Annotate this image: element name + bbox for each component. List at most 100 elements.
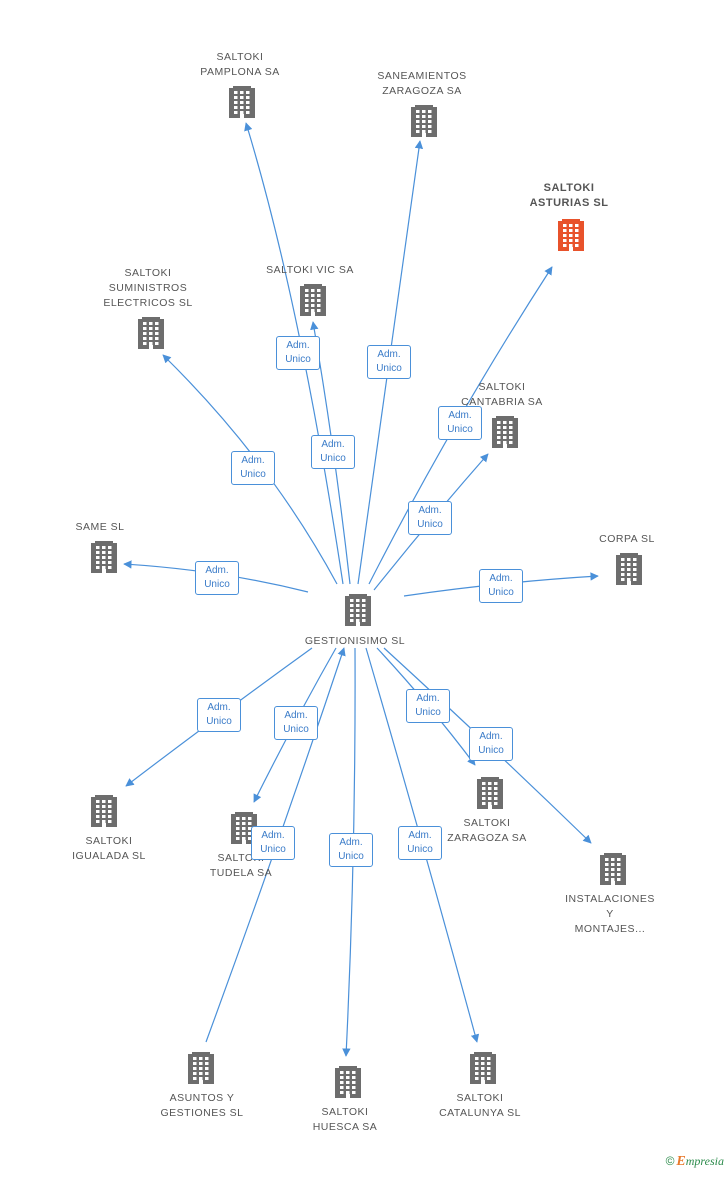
- company-name-line: SALTOKI: [124, 267, 172, 279]
- role-badge-line: Unico: [285, 354, 311, 365]
- role-badge-pamplona[interactable]: Adm. Unico: [276, 336, 320, 370]
- role-badge-tudela[interactable]: Adm.Unico: [274, 706, 318, 740]
- company-name: SANEAMIENTOS ZARAGOZA SA: [357, 69, 487, 99]
- role-badge-suministros[interactable]: Adm. Unico: [231, 451, 275, 485]
- company-node-corpa[interactable]: CORPA SL: [562, 532, 692, 547]
- role-badge-line: Adm.: [416, 693, 440, 704]
- role-badge-cantabria[interactable]: Adm. Unico: [408, 501, 452, 535]
- role-badge-line: Unico: [338, 851, 364, 862]
- company-building-icon-asturias[interactable]: [558, 219, 584, 251]
- company-node-catalunya[interactable]: SALTOKI CATALUNYA SL: [415, 1091, 545, 1121]
- company-name-line: ZARAGOZA SA: [382, 85, 462, 97]
- company-building-icon-igualada[interactable]: [91, 795, 117, 827]
- role-badge-igualada[interactable]: Adm.Unico: [197, 698, 241, 732]
- brand-initial: E: [676, 1154, 686, 1169]
- company-name-line: TUDELA SA: [209, 867, 273, 879]
- role-badge-corpa[interactable]: Adm. Unico: [479, 569, 523, 603]
- company-name-line: CORPA SL: [599, 533, 655, 545]
- role-badge-line: Unico: [447, 424, 473, 435]
- company-building-icon-huesca[interactable]: [335, 1066, 361, 1098]
- company-name-line: SALTOKI: [478, 381, 526, 393]
- company-name-line: INSTALACIONES: [565, 893, 655, 905]
- company-building-icon-instalaciones[interactable]: [600, 853, 626, 885]
- company-node-huesca[interactable]: SALTOKI HUESCA SA: [280, 1105, 410, 1135]
- company-building-icon-gestionisimo[interactable]: [345, 594, 371, 626]
- company-building-icon-cantabria[interactable]: [492, 416, 518, 448]
- role-badge-asuntos[interactable]: Adm.Unico: [251, 826, 295, 860]
- company-name-line: HUESCA SA: [312, 1121, 378, 1133]
- company-building-icon-same[interactable]: [91, 541, 117, 573]
- company-name-line: SUMINISTROS: [108, 282, 188, 294]
- role-badge-line: Adm.: [241, 455, 265, 466]
- company-name-line: CATALUNYA SL: [439, 1107, 521, 1119]
- copyright-symbol: ©: [665, 1154, 675, 1168]
- company-name-line: MONTAJES...: [574, 923, 646, 935]
- role-badge-vic[interactable]: Adm.Unico: [311, 435, 355, 469]
- company-building-icon-saneamientos[interactable]: [411, 105, 437, 137]
- role-badge-line: Unico: [204, 579, 230, 590]
- role-badge-line: Unico: [488, 587, 514, 598]
- company-name-line: SALTOKI: [321, 1106, 369, 1118]
- company-name: CORPA SL: [562, 532, 692, 547]
- company-name-line: SALTOKI: [543, 182, 595, 194]
- role-badge-catalunya[interactable]: Adm.Unico: [398, 826, 442, 860]
- role-badge-line: Unico: [417, 519, 443, 530]
- role-badge-line: Adm.: [448, 410, 472, 421]
- company-node-same[interactable]: SAME SL: [35, 520, 165, 535]
- role-badge-huesca[interactable]: Adm.Unico: [329, 833, 373, 867]
- company-building-icon-pamplona[interactable]: [229, 86, 255, 118]
- role-badge-line: Unico: [415, 707, 441, 718]
- company-name: GESTIONISIMO SL: [290, 634, 420, 649]
- role-badge-asturias[interactable]: Adm. Unico: [438, 406, 482, 440]
- role-badge-line: Adm.: [479, 731, 503, 742]
- company-node-vic[interactable]: SALTOKI VIC SA: [245, 263, 375, 278]
- company-name-line: SALTOKI: [216, 51, 264, 63]
- company-node-saneamientos[interactable]: SANEAMIENTOS ZARAGOZA SA: [357, 69, 487, 99]
- company-name: SALTOKI CATALUNYA SL: [415, 1091, 545, 1121]
- company-building-icon-corpa[interactable]: [616, 553, 642, 585]
- role-badge-line: Unico: [320, 453, 346, 464]
- role-badge-line: Adm.: [286, 340, 310, 351]
- company-name-line: SALTOKI: [85, 835, 133, 847]
- company-building-icon-suministros[interactable]: [138, 317, 164, 349]
- role-badge-zaragoza[interactable]: Adm. Unico: [406, 689, 450, 723]
- company-name-line: PAMPLONA SA: [200, 66, 280, 78]
- role-badge-line: Adm.: [418, 505, 442, 516]
- company-name: SALTOKI VIC SA: [245, 263, 375, 278]
- company-building-icon-asuntos[interactable]: [188, 1052, 214, 1084]
- role-badge-instalaciones[interactable]: Adm. Unico: [469, 727, 513, 761]
- edge-pamplona: [244, 122, 344, 585]
- role-badge-same[interactable]: Adm.Unico: [195, 561, 239, 595]
- role-badge-line: Unico: [260, 844, 286, 855]
- company-name-line: SAME SL: [75, 521, 125, 533]
- company-building-icon-zaragoza[interactable]: [477, 777, 503, 809]
- company-name-line: SANEAMIENTOS: [377, 70, 467, 82]
- role-badge-line: Adm.: [284, 710, 308, 721]
- role-badge-line: Adm.: [489, 573, 513, 584]
- role-badge-line: Unico: [478, 745, 504, 756]
- company-name: SALTOKI PAMPLONA SA: [175, 50, 305, 80]
- company-node-gestionisimo[interactable]: GESTIONISIMO SL: [290, 634, 420, 649]
- company-building-icon-catalunya[interactable]: [470, 1052, 496, 1084]
- company-name-line: SALTOKI VIC SA: [266, 264, 354, 276]
- company-node-pamplona[interactable]: SALTOKI PAMPLONA SA: [175, 50, 305, 80]
- company-name-line: ZARAGOZA SA: [447, 832, 527, 844]
- company-name-line: SALTOKI: [456, 1092, 504, 1104]
- role-badge-line: Unico: [376, 363, 402, 374]
- role-badge-saneamientos[interactable]: Adm.Unico: [367, 345, 411, 379]
- company-building-icon-vic[interactable]: [300, 284, 326, 316]
- role-badge-line: Unico: [240, 469, 266, 480]
